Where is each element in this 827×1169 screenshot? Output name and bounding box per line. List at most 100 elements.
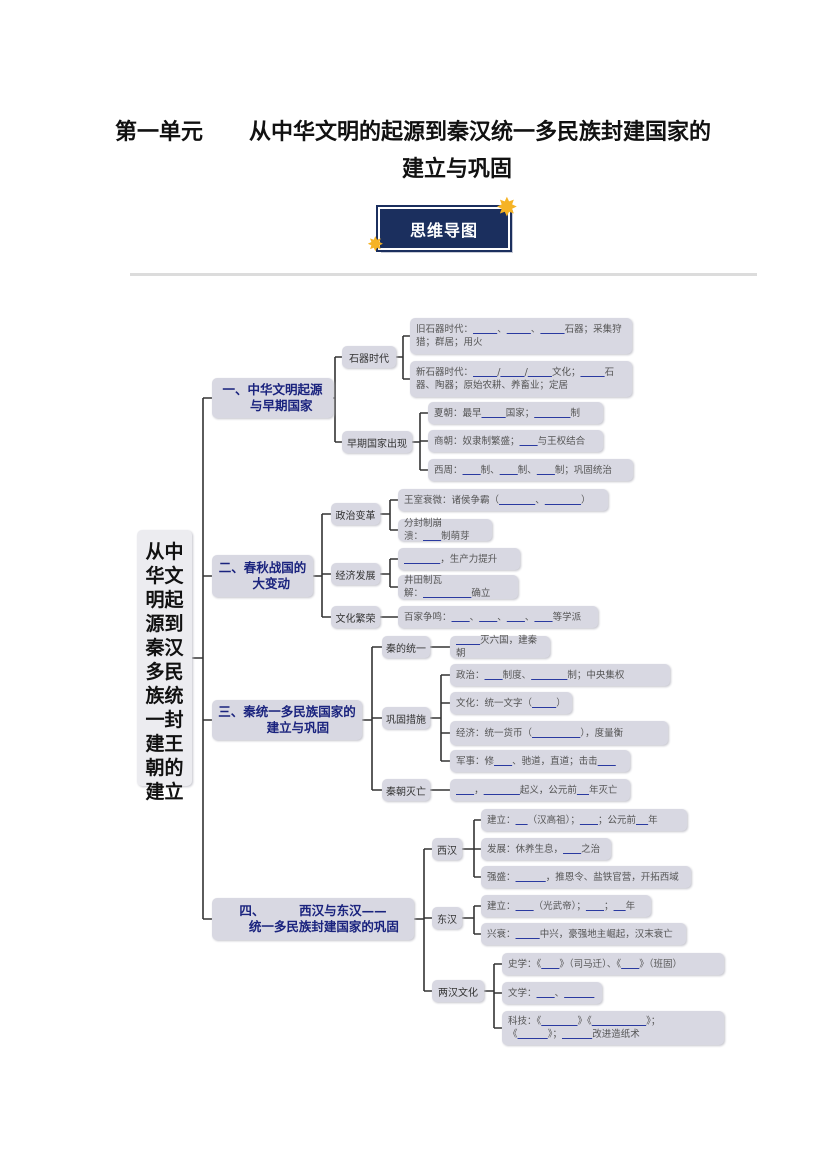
fill-blank (482, 408, 506, 419)
fill-blank (598, 756, 616, 767)
leaf-item: 发展：休养生息， 之治 (481, 838, 611, 860)
mindmap-root: 从中华文明起源到秦汉多民族统一封建王朝的建立 (137, 530, 192, 803)
fill-blank (423, 588, 471, 599)
leaf-item: 西周： 制、 制、 制；巩固统治 (428, 459, 633, 481)
leaf-text: 商朝：奴隶制繁盛； 与王权结合 (434, 435, 586, 447)
fill-blank (545, 495, 581, 506)
fill-blank (528, 367, 552, 378)
group-culture: 文化繁荣 (331, 606, 380, 628)
section-3: 三、秦统一多民族国家的 建立与巩固 (212, 700, 362, 740)
leaf-text: 史学：《 》（司马迁）、《 》（班固） (508, 958, 683, 970)
fill-blank (516, 815, 528, 826)
leaf-text: 科技：《 》《 》；《 》； 改进造纸术 (508, 1016, 661, 1040)
group-stone-age: 石器时代 (342, 346, 396, 368)
fill-blank (484, 785, 520, 796)
leaf-text: ， 起义，公元前 年灭亡 (456, 784, 617, 797)
group-early-states: 早期国家出现 (342, 431, 412, 453)
connector (192, 397, 212, 920)
fill-blank (540, 324, 564, 335)
leaf-text: 分封制崩溃： 制萌芽 (404, 518, 470, 542)
fill-blank (531, 670, 567, 681)
leaf-item: 井田制瓦解： 确立 (398, 575, 518, 599)
leaf-item: 史学：《 》（司马迁）、《 》（班固） (502, 953, 724, 975)
leaf-item: ，生产力提升 (398, 548, 520, 570)
leaf-item: 旧石器时代： 、 、 石器；采集狩猎；群居；用火 (410, 318, 632, 354)
fill-blank (541, 959, 559, 970)
leaf-item: 王室衰微：诸侯争霸（ 、 ） (398, 489, 608, 511)
fill-blank (532, 728, 580, 739)
fill-blank (537, 465, 555, 476)
leaf-item: 新石器时代： / / 文化； 石器、陶器；原始农耕、养畜业；定居 (410, 361, 632, 397)
leaf-text: 强盛： ，推恩令、盐铁官营，开拓西域 (487, 871, 679, 883)
mindmap-badge: 思维导图 (376, 205, 512, 252)
connector (333, 356, 342, 443)
leaf-text: 百家争鸣： 、 、 、 等学派 (404, 611, 582, 623)
fill-blank (423, 531, 441, 542)
leaf-text: 兴衰： 中兴，豪强地主崛起，汉末衰亡 (487, 928, 673, 940)
divider (130, 273, 757, 276)
fill-blank (516, 901, 534, 912)
fill-blank (520, 436, 538, 447)
star-icon: ✸ (367, 232, 384, 256)
leaf-item: 强盛： ，推恩令、盐铁官营，开拓西域 (481, 866, 691, 888)
connector (484, 963, 502, 1029)
fill-blank (580, 367, 604, 378)
fill-blank (586, 901, 604, 912)
fill-blank (473, 367, 497, 378)
leaf-item: 文化：统一文字（ ） (450, 692, 572, 714)
leaf-text: 西周： 制、 制、 制；巩固统治 (434, 464, 612, 476)
leaf-text: 井田制瓦解： 确立 (404, 575, 491, 599)
fill-blank (516, 929, 540, 940)
leaf-item: 科技：《 》《 》；《 》； 改进造纸术 (502, 1011, 724, 1045)
document-title-line1: 第一单元 从中华文明的起源到秦汉统一多民族封建国家的 (115, 120, 711, 145)
fill-blank (534, 408, 570, 419)
connector (380, 558, 398, 588)
leaf-text: 发展：休养生息， 之治 (487, 843, 601, 855)
connector (362, 646, 382, 791)
section-2: 二、春秋战国的 大变动 (212, 555, 313, 597)
section-4: 四、 西汉与东汉—— 统一多民族封建国家的巩固 (212, 898, 414, 940)
leaf-item: 灭六国，建秦朝 (450, 635, 550, 659)
leaf-item: 建立： （光武帝）； ； 年 (481, 895, 651, 917)
fill-blank (456, 785, 474, 796)
fill-blank (473, 324, 497, 335)
fill-blank (518, 1029, 548, 1040)
fill-blank (534, 612, 552, 623)
group-han-culture: 两汉文化 (432, 980, 484, 1002)
connector (430, 674, 450, 762)
leaf-text: 王室衰微：诸侯争霸（ 、 ） (404, 494, 591, 506)
leaf-item: 兴衰： 中兴，豪强地主崛起，汉末衰亡 (481, 923, 686, 945)
group-economy: 经济发展 (331, 563, 380, 585)
fill-blank (485, 670, 503, 681)
leaf-text: 建立： （汉高祖）； ；公元前 年 (487, 814, 658, 826)
section-1: 一、中华文明起源 与早期国家 (212, 378, 333, 418)
group-qin-unification: 秦的统一 (382, 636, 430, 658)
leaf-item: 文学： 、 (502, 982, 602, 1004)
fill-blank (507, 324, 531, 335)
fill-blank (500, 367, 524, 378)
connector (396, 335, 410, 380)
fill-blank (564, 988, 594, 999)
leaf-text: 夏朝：最早 国家； 制 (434, 407, 580, 419)
fill-blank (621, 959, 639, 970)
connector (380, 499, 398, 531)
connector (462, 819, 481, 878)
connector (313, 513, 331, 618)
group-western-han: 西汉 (432, 838, 462, 860)
leaf-item: 夏朝：最早 国家； 制 (428, 402, 603, 424)
fill-blank (500, 465, 518, 476)
leaf-text: 文学： 、 (508, 987, 594, 1000)
leaf-text: 经济：统一货币（ ），度量衡 (456, 727, 624, 739)
fill-blank (537, 988, 555, 999)
leaf-item: 分封制崩溃： 制萌芽 (398, 518, 492, 542)
leaf-text: ，生产力提升 (404, 553, 497, 566)
fill-blank (580, 815, 598, 826)
star-icon: ✸ (496, 193, 518, 223)
group-qin-fall: 秦朝灭亡 (382, 779, 430, 801)
fill-blank (577, 785, 589, 796)
fill-blank (592, 1016, 646, 1027)
leaf-item: 商朝：奴隶制繁盛； 与王权结合 (428, 430, 603, 452)
connector (462, 905, 481, 935)
fill-blank (479, 612, 497, 623)
fill-blank (563, 844, 581, 855)
